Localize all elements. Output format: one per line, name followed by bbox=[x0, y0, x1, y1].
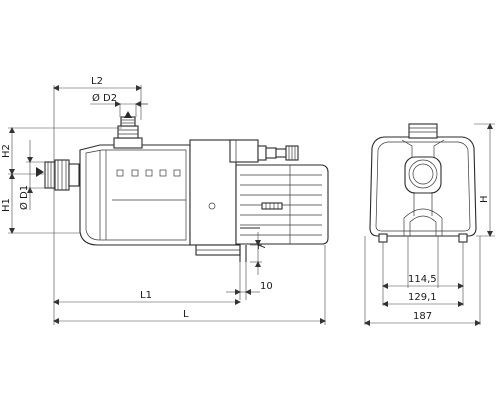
front-foot-left bbox=[378, 233, 388, 243]
dim-ten: 10 bbox=[260, 281, 273, 292]
front-foot-right bbox=[458, 233, 468, 243]
dim-L1: L1 bbox=[140, 290, 152, 301]
side-view: L2 Ø D2 H2 H1 Ø D1 7 10 L bbox=[1, 76, 329, 325]
pump-foot bbox=[239, 227, 260, 262]
motor bbox=[235, 164, 329, 245]
dim-D2: Ø D2 bbox=[92, 92, 117, 104]
dim-D1: Ø D1 bbox=[18, 185, 30, 210]
dim-H2: H2 bbox=[1, 144, 12, 158]
front-discharge-port bbox=[401, 123, 445, 162]
stage-windows bbox=[112, 169, 186, 201]
dim-H: H bbox=[479, 195, 490, 203]
suction-port bbox=[44, 159, 80, 191]
dim-width-2: 129,1 bbox=[408, 292, 437, 303]
discharge-port bbox=[113, 111, 143, 149]
pump-housing bbox=[79, 144, 191, 246]
flow-in-arrow bbox=[36, 167, 44, 177]
dim-L2: L2 bbox=[91, 76, 103, 87]
dim-width-3: 187 bbox=[413, 311, 432, 322]
front-base-opening bbox=[403, 208, 443, 236]
dim-H1: H1 bbox=[1, 198, 12, 212]
front-suction-port bbox=[404, 156, 442, 216]
flow-out-arrow bbox=[124, 111, 132, 118]
dim-seven: 7 bbox=[257, 244, 268, 250]
dim-width-1: 114,5 bbox=[408, 274, 437, 285]
front-view: H 114,5 129,1 187 bbox=[364, 123, 495, 326]
dim-L: L bbox=[183, 309, 189, 320]
cable-gland bbox=[257, 145, 299, 161]
electronics-module bbox=[189, 139, 259, 256]
